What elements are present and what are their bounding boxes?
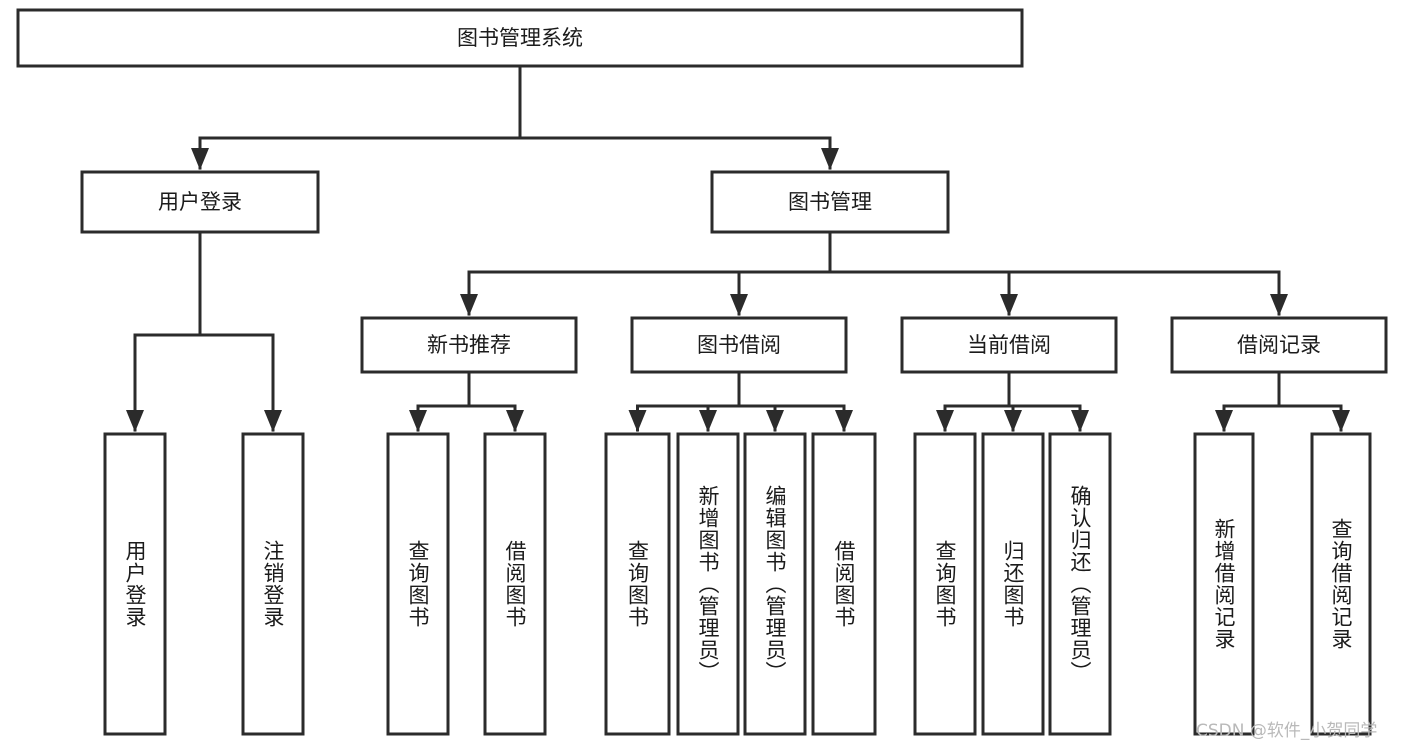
node-leaf-5-新增图书管理员[interactable]: [676, 432, 740, 736]
arrow-head-icon-l3-0-to-leaf-1: [506, 410, 524, 432]
node-root-图书管理系统[interactable]: [16, 8, 1024, 68]
arrow-head-icon-l3-1-to-leaf-3: [835, 410, 853, 432]
node-label-l3-图书借阅: 图书借阅: [697, 333, 781, 357]
arrow-head-icon-l3-2-to-leaf-2: [1071, 410, 1089, 432]
node-l3-新书推荐[interactable]: [360, 316, 578, 374]
arrow-head-icon-root-to-l2-0: [191, 148, 209, 170]
node-leaf-6-编辑图书管理员[interactable]: [743, 432, 807, 736]
node-l3-当前借阅[interactable]: [900, 316, 1118, 374]
arrow-head-icon-l2-to-l3-3: [1270, 294, 1288, 316]
node-leaf-0-用户登录[interactable]: [103, 432, 167, 736]
node-l2-用户登录[interactable]: [80, 170, 320, 234]
box-layer: [16, 8, 1388, 736]
node-leaf-7-借阅图书[interactable]: [811, 432, 877, 736]
arrow-head-icon-l3-3-to-leaf-1: [1332, 410, 1350, 432]
node-leaf-12-查询借阅记录[interactable]: [1310, 432, 1372, 736]
node-leaf-11-新增借阅记录[interactable]: [1193, 432, 1255, 736]
node-label-root: 图书管理系统: [457, 26, 583, 50]
node-leaf-3-借阅图书[interactable]: [483, 432, 547, 736]
node-leaf-10-确认归还管理员[interactable]: [1048, 432, 1112, 736]
node-label-l3-新书推荐: 新书推荐: [427, 333, 511, 357]
arrow-head-icon-l2-to-l3-0: [460, 294, 478, 316]
arrow-head-icon-l3-3-to-leaf-0: [1215, 410, 1233, 432]
node-label-l3-借阅记录: 借阅记录: [1237, 333, 1321, 357]
node-leaf-2-查询图书[interactable]: [386, 432, 450, 736]
node-label-l3-当前借阅: 当前借阅: [967, 333, 1051, 357]
arrow-head-icon-login-to-leaf-1: [264, 410, 282, 432]
node-leaf-8-查询图书[interactable]: [913, 432, 977, 736]
node-leaf-9-归还图书[interactable]: [981, 432, 1045, 736]
node-label-l2-图书管理: 图书管理: [788, 190, 872, 214]
arrow-head-icon-l3-1-to-leaf-0: [628, 410, 647, 432]
node-l3-借阅记录[interactable]: [1170, 316, 1388, 374]
arrow-head-icon-l3-2-to-leaf-0: [936, 410, 954, 432]
csdn-watermark: CSDN @软件_小贺同学: [1196, 721, 1378, 741]
node-leaf-1-注销登录[interactable]: [241, 432, 305, 736]
arrow-head-icon-root-to-l2-1: [821, 148, 839, 170]
arrow-head-icon-login-to-leaf-0: [126, 410, 144, 432]
node-leaf-4-查询图书[interactable]: [604, 432, 671, 736]
arrow-head-icon-l3-1-to-leaf-1: [699, 410, 717, 432]
node-l2-图书管理[interactable]: [710, 170, 950, 234]
connector-layer: [126, 64, 1350, 432]
arrow-head-icon-l3-1-to-leaf-2: [766, 410, 784, 432]
node-l3-图书借阅[interactable]: [630, 316, 848, 374]
arrow-head-icon-l3-0-to-leaf-0: [409, 410, 427, 432]
arrow-head-icon-l2-to-l3-2: [1000, 294, 1018, 316]
arrow-head-icon-l2-to-l3-1: [730, 294, 748, 316]
arrow-head-icon-l3-2-to-leaf-1: [1004, 410, 1022, 432]
node-label-l2-用户登录: 用户登录: [158, 190, 242, 214]
